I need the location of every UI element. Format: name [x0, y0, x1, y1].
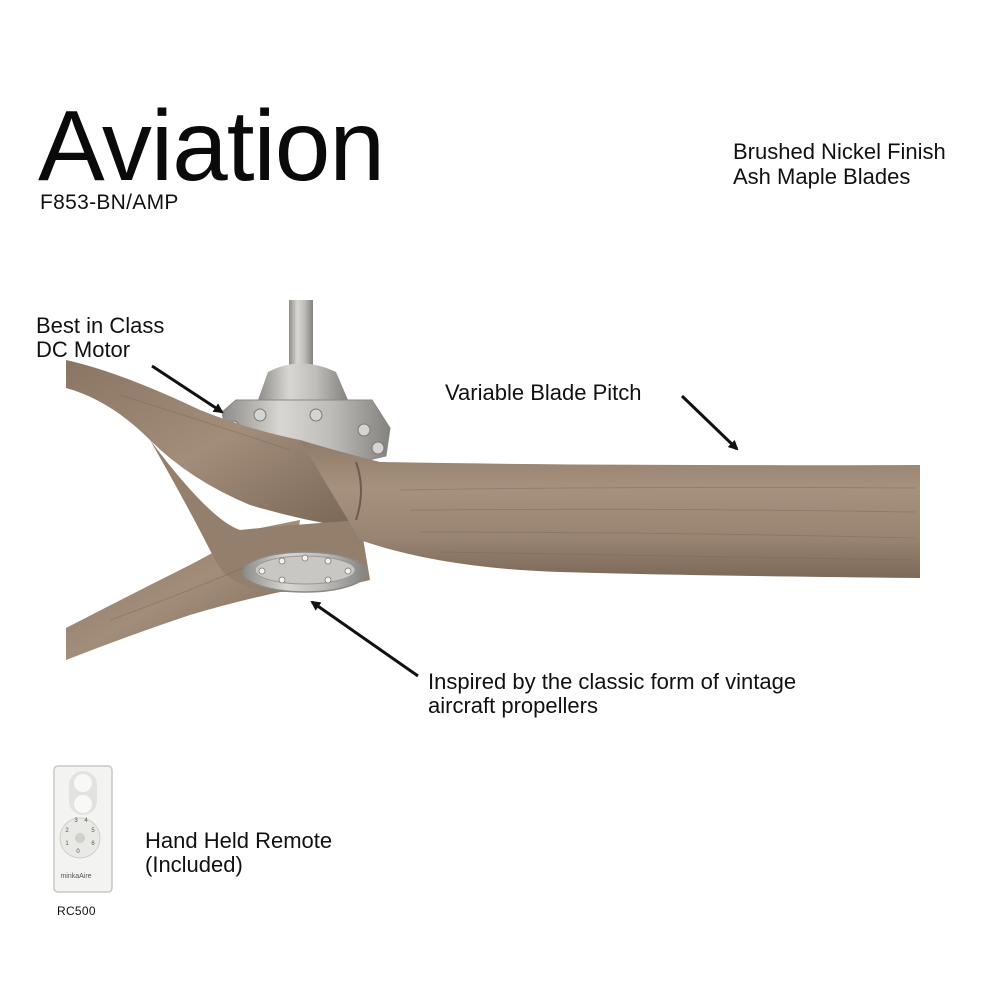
motor-callout-line1: Best in Class [36, 313, 165, 338]
remote-button-label: 0 [76, 849, 80, 855]
blade-line: Ash Maple Blades [733, 164, 911, 189]
remote-button-label: 4 [84, 818, 88, 824]
remote-button-label: 5 [91, 828, 95, 834]
hub-cap-bolts [258, 554, 352, 584]
remote-button-label: 3 [74, 818, 78, 824]
inspired-callout: Inspired by the classic form of vintage … [428, 670, 796, 718]
model-number: F853-BN/AMP [40, 191, 179, 214]
motor-callout: Best in Class DC Motor [36, 314, 164, 362]
arrow-pitch [680, 394, 739, 451]
finish-description: Brushed Nickel Finish Ash Maple Blades [733, 139, 946, 189]
wood-grain [109, 394, 916, 621]
remote-control: 3 4 5 6 2 1 0 minkaAire [53, 765, 113, 893]
arrow-motor [151, 364, 224, 414]
arrow-inspired [310, 600, 419, 678]
remote-callout-line2: (Included) [145, 852, 243, 877]
downrod [289, 300, 313, 372]
blade-seam [355, 461, 362, 521]
inspired-callout-line2: aircraft propellers [428, 693, 598, 718]
pitch-callout: Variable Blade Pitch [445, 380, 642, 405]
remote-brand-mark: minkaAire [60, 873, 91, 880]
remote-model-label: RC500 [57, 904, 96, 918]
remote-button-label: 1 [65, 841, 69, 847]
finish-line: Brushed Nickel Finish [733, 139, 946, 164]
inspired-callout-line1: Inspired by the classic form of vintage [428, 669, 797, 694]
remote-callout-line1: Hand Held Remote [145, 828, 333, 853]
remote-button-label: 2 [65, 828, 69, 834]
motor-housing [258, 363, 348, 400]
remote-callout: Hand Held Remote (Included) [145, 829, 332, 877]
blade-right [300, 440, 920, 578]
product-title: Aviation [38, 90, 385, 202]
motor-callout-line2: DC Motor [36, 337, 131, 362]
blade-upper-left [66, 360, 358, 528]
remote-button-label: 6 [91, 841, 95, 847]
